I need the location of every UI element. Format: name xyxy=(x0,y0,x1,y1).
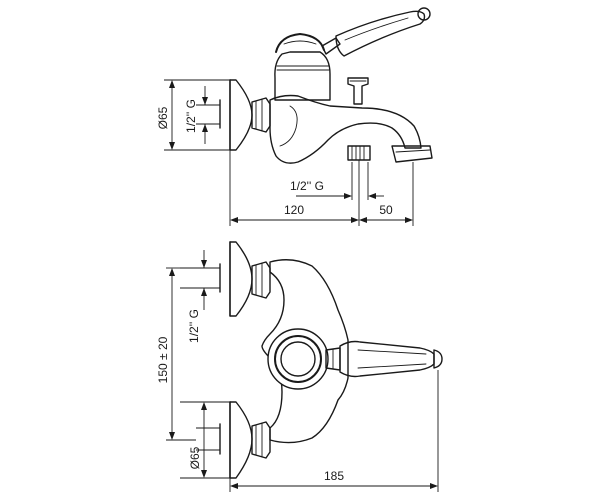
front-bottom-hex-nut xyxy=(251,421,271,459)
side-outlet-thread-label: 1/2'' G xyxy=(290,179,324,193)
side-inlet-thread-label: 1/2'' G xyxy=(184,99,198,133)
front-bottom-rosette xyxy=(229,401,253,479)
side-lever-knob xyxy=(417,7,431,21)
side-cartridge xyxy=(274,51,331,101)
side-spout-body xyxy=(269,94,422,164)
side-lever-neck xyxy=(321,37,341,55)
side-diverter-knob xyxy=(347,77,369,105)
front-diameter-label: Ø65 xyxy=(188,446,202,469)
side-diameter-label: Ø65 xyxy=(156,106,170,129)
side-50-label: 50 xyxy=(379,203,393,217)
front-cartridge-ring xyxy=(274,335,322,383)
front-cartridge-inner xyxy=(280,341,316,377)
side-cartridge-cap xyxy=(275,33,325,53)
dim-side-inlet-thread: 1/2'' G xyxy=(184,86,221,144)
front-185-label: 185 xyxy=(324,469,344,483)
dim-side-50: 50 xyxy=(359,203,413,223)
dim-front-185: 185 xyxy=(229,370,439,492)
front-cartridge-outer xyxy=(267,328,329,390)
side-wall-rosette xyxy=(229,79,253,151)
front-top-hex-nut xyxy=(251,261,271,299)
front-lever-knob xyxy=(433,349,443,369)
front-lever-handle xyxy=(339,340,435,378)
side-hose-outlet xyxy=(347,145,371,161)
front-thread-label: 1/2'' G xyxy=(187,309,201,343)
dim-front-diameter: Ø65 xyxy=(180,401,230,479)
side-view: Ø65 1/2'' G 1/2'' G xyxy=(156,7,433,226)
dim-front-spacing: 150 ± 20 xyxy=(156,267,196,441)
front-spacing-label: 150 ± 20 xyxy=(156,336,170,383)
front-top-rosette xyxy=(229,241,253,317)
side-lever-handle xyxy=(335,10,426,57)
dim-side-120: 120 xyxy=(230,203,359,223)
side-hex-nut xyxy=(251,97,271,133)
front-view: 1/2'' G 150 ± 20 Ø65 xyxy=(156,241,443,492)
dim-side-diameter: Ø65 xyxy=(156,79,230,151)
side-120-label: 120 xyxy=(284,203,304,217)
dim-front-top-thread: 1/2'' G xyxy=(180,250,221,343)
front-body xyxy=(261,259,349,444)
side-spout-tip xyxy=(391,145,433,163)
dim-side-outlet-thread: 1/2'' G xyxy=(290,162,384,200)
